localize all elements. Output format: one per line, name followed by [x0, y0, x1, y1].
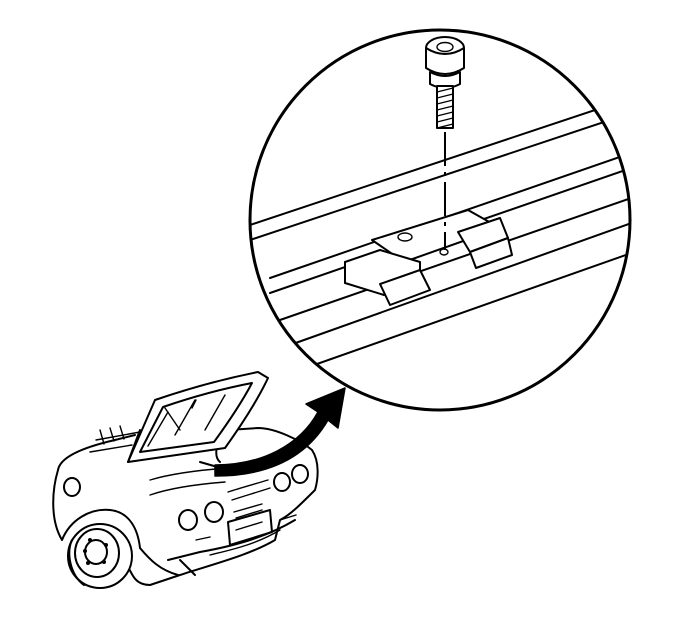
car-rear-view — [52, 371, 319, 589]
open-rear-hatch — [127, 371, 269, 463]
license-plate — [227, 509, 273, 546]
bracket — [344, 209, 513, 306]
callout-arrow — [214, 387, 346, 477]
plate-hole — [397, 232, 413, 242]
detail-view — [248, 28, 632, 412]
bolt — [425, 36, 465, 250]
rear-wheel — [67, 523, 133, 589]
tail-lights — [63, 464, 309, 531]
